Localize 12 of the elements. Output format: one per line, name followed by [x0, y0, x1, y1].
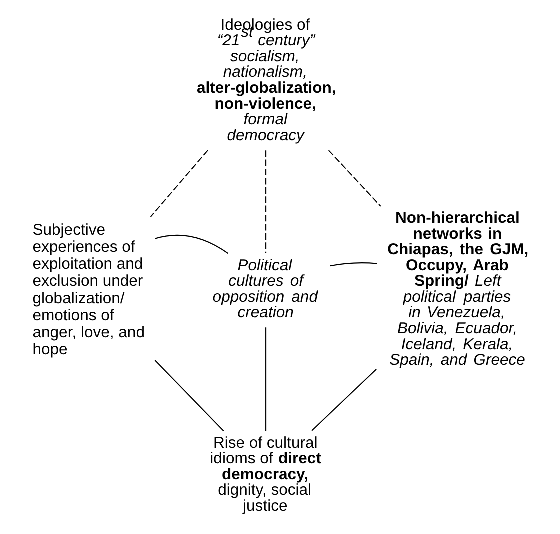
- connector: [265, 328, 266, 432]
- connector: [330, 262, 377, 267]
- node-text: Subjective experiences of exploitation and exclusion under globalization/ emotions of anger, love, and hope: [32, 222, 144, 359]
- node-text: Rise of cultural idioms of direct democracy, dignity, social justice: [210, 434, 321, 515]
- connector: [150, 150, 208, 218]
- node-text: Non-hierarchical networks in Chiapas, the GJM, Occupy, Arab Spring/ Left political parties in Venezuela, Bolivia, Ecuador, Iceland, Kerala, Spain, and Greece: [387, 210, 528, 370]
- node-text: Political cultures of opposition and creation: [212, 257, 318, 322]
- connector: [154, 234, 228, 254]
- connector: [328, 150, 381, 207]
- connector: [265, 150, 266, 254]
- connector: [311, 369, 376, 432]
- connector: [154, 360, 224, 432]
